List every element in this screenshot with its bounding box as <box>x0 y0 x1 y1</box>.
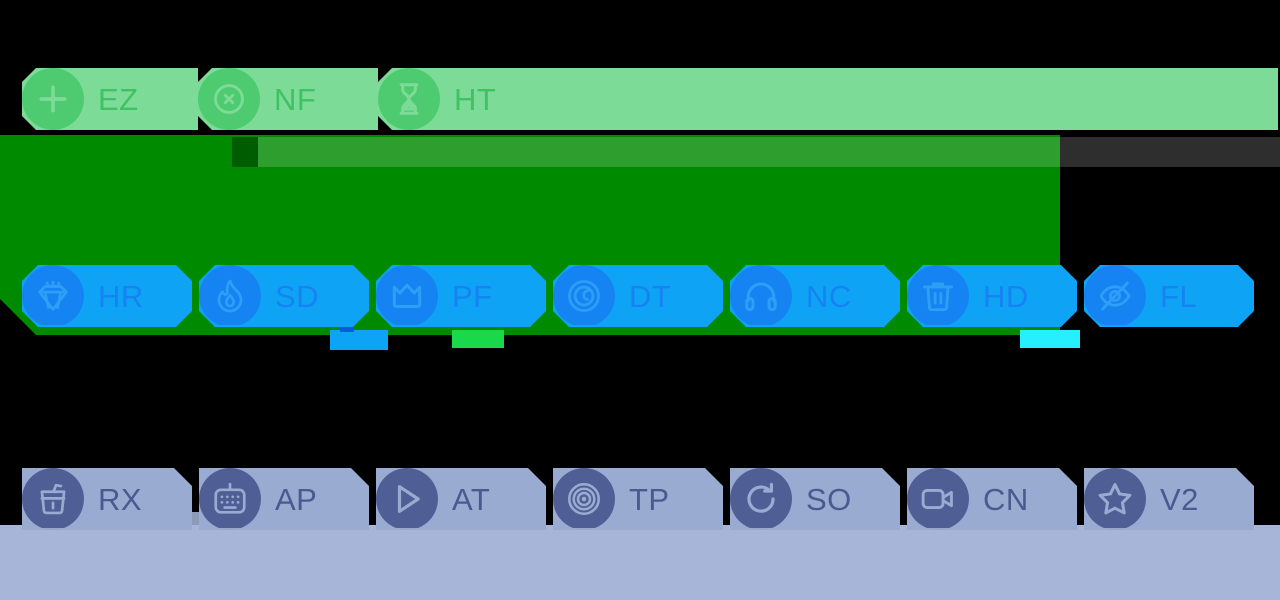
blue-row-accent-a <box>330 330 388 350</box>
chip-pf[interactable]: PF <box>376 265 546 327</box>
drink-cup-icon <box>22 468 84 530</box>
chip-ht[interactable]: HT <box>378 68 1278 130</box>
hourglass-icon <box>378 68 440 130</box>
chip-rx[interactable]: RX <box>22 468 192 530</box>
chip-label: V2 <box>1160 481 1199 517</box>
chip-underlay <box>1084 325 1236 341</box>
crown-icon <box>376 265 438 327</box>
blue-row-accent-green <box>452 330 504 348</box>
speedometer-icon <box>553 265 615 327</box>
chip-label: HR <box>98 278 144 314</box>
video-camera-icon <box>907 468 969 530</box>
chip-label: AP <box>275 481 318 517</box>
chip-row-blue: HR SD PF <box>22 265 1261 327</box>
flame-icon <box>199 265 261 327</box>
play-icon <box>376 468 438 530</box>
chip-label: RX <box>98 481 143 517</box>
chip-label: PF <box>452 278 493 314</box>
chip-sd[interactable]: SD <box>199 265 369 327</box>
chip-tp[interactable]: TP <box>553 468 723 530</box>
chip-label: NF <box>274 81 317 117</box>
chip-fl[interactable]: FL <box>1084 265 1254 327</box>
chip-so[interactable]: SO <box>730 468 900 530</box>
chip-cn[interactable]: CN <box>907 468 1077 530</box>
chip-nc[interactable]: NC <box>730 265 900 327</box>
green-panel-notch <box>232 137 258 167</box>
headphones-icon <box>730 265 792 327</box>
chip-row-green: EZ NF HT <box>22 68 1278 130</box>
target-icon <box>553 468 615 530</box>
chip-label: NC <box>806 278 852 314</box>
chip-label: EZ <box>98 81 139 117</box>
chip-label: DT <box>629 278 672 314</box>
keyboard-icon <box>199 468 261 530</box>
chip-ap[interactable]: AP <box>199 468 369 530</box>
chip-label: CN <box>983 481 1029 517</box>
chip-label: TP <box>629 481 670 517</box>
close-circle-icon <box>198 68 260 130</box>
chip-label: HD <box>983 278 1029 314</box>
chip-ez[interactable]: EZ <box>22 68 198 130</box>
chip-hr[interactable]: HR <box>22 265 192 327</box>
trash-icon <box>907 265 969 327</box>
diamond-icon <box>22 265 84 327</box>
chip-at[interactable]: AT <box>376 468 546 530</box>
chip-row-gray: RX AP AT <box>22 468 1261 530</box>
refresh-icon <box>730 468 792 530</box>
chip-label: SD <box>275 278 320 314</box>
chip-dt[interactable]: DT <box>553 265 723 327</box>
green-panel-highlight-bar <box>232 137 1280 167</box>
chip-label: FL <box>1160 278 1198 314</box>
eye-off-icon <box>1084 265 1146 327</box>
chip-v2[interactable]: V2 <box>1084 468 1254 530</box>
blue-row-accent-cyan <box>1020 330 1080 348</box>
chip-nf[interactable]: NF <box>198 68 378 130</box>
star-icon <box>1084 468 1146 530</box>
plus-icon <box>22 68 84 130</box>
chip-hd[interactable]: HD <box>907 265 1077 327</box>
chip-label: HT <box>454 81 497 117</box>
chip-label: SO <box>806 481 852 517</box>
chip-label: AT <box>452 481 491 517</box>
